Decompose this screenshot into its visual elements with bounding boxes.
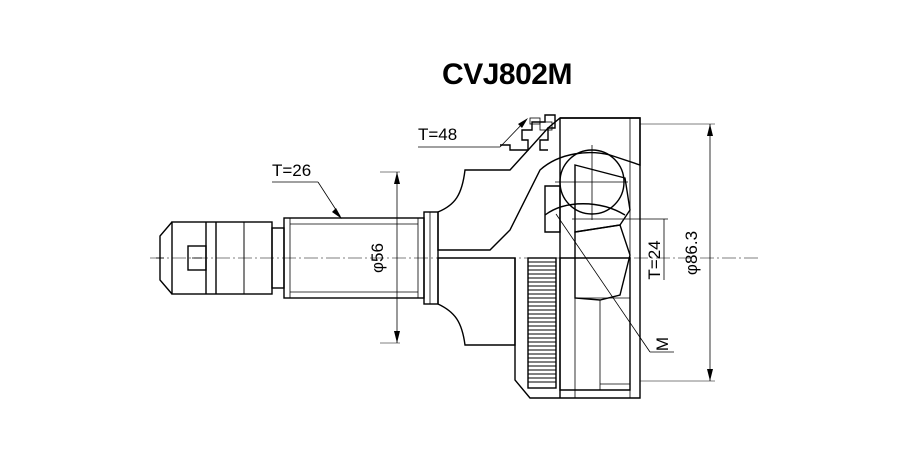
retention-clip: [500, 114, 556, 151]
outer-teeth-callout: T=48: [418, 118, 528, 148]
inner-teeth-callout: T=24: [572, 218, 668, 280]
shaft-diameter-dimension: φ56: [368, 171, 400, 344]
thread-label: M: [653, 337, 672, 351]
thread-callout: M: [555, 213, 674, 353]
threaded-stub: [156, 221, 285, 295]
shaft-teeth-label: T=26: [272, 161, 311, 180]
shaft-diameter-label: φ56: [368, 243, 387, 273]
part-number-title: CVJ802M: [442, 58, 572, 91]
bell-housing: [437, 117, 641, 399]
outer-diameter-dimension: φ86.3: [640, 123, 715, 382]
abs-ring: [527, 257, 557, 389]
outer-teeth-label: T=48: [418, 125, 457, 144]
shaft-teeth-callout: T=26: [272, 161, 342, 219]
outer-diameter-label: φ86.3: [682, 231, 701, 275]
inner-teeth-label: T=24: [645, 240, 664, 279]
